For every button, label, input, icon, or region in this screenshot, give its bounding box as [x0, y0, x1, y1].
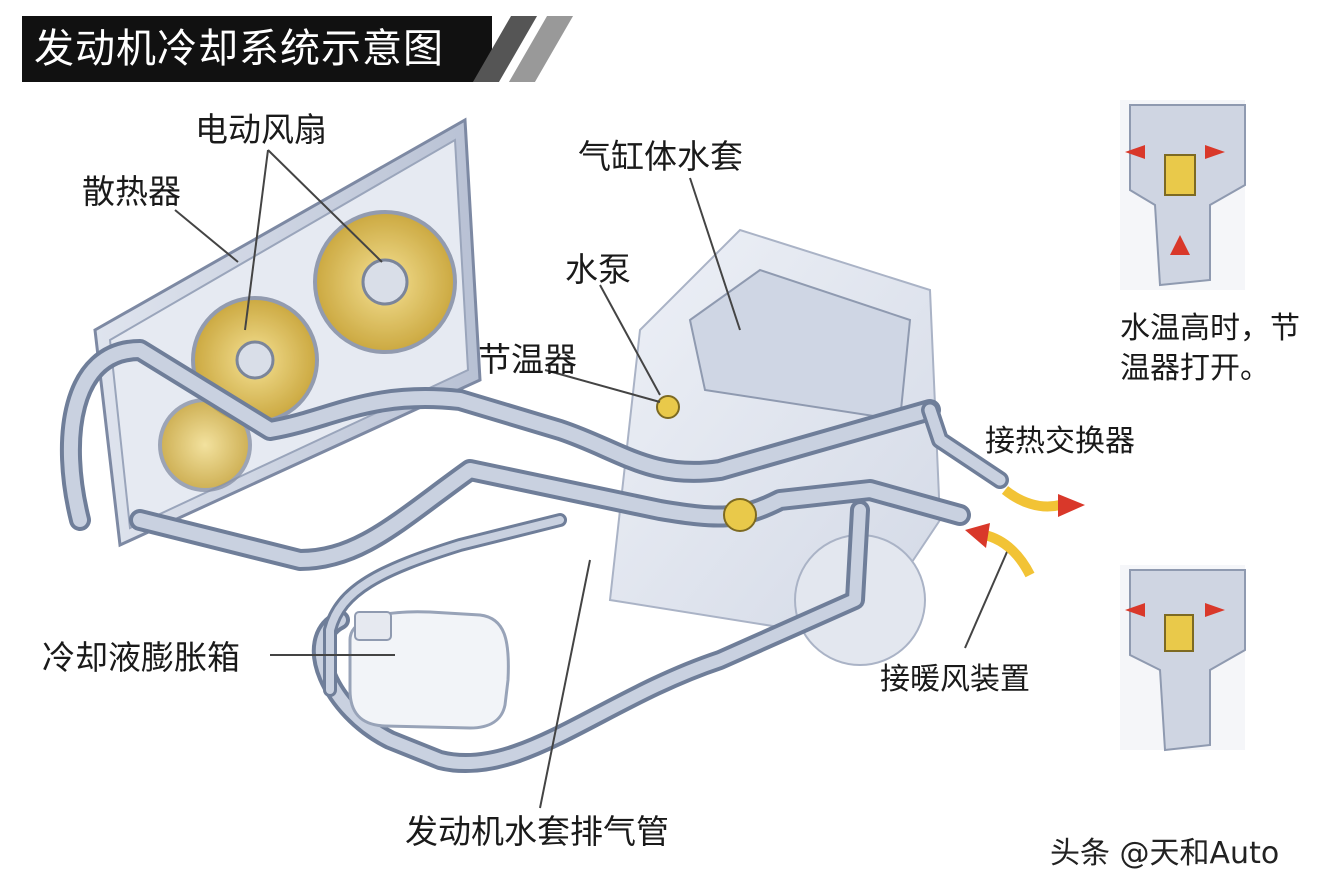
coolant-pipes: [59, 339, 1009, 774]
label-to-heater-unit: 接暖风装置: [880, 662, 1030, 697]
label-radiator: 散热器: [82, 172, 181, 211]
label-water-pump: 水泵: [565, 250, 631, 289]
water-pump-marker: [723, 498, 757, 532]
title-banner: 发动机冷却系统示意图: [22, 16, 574, 82]
note-thermostat-open-line1: 水温高时，节: [1120, 311, 1300, 346]
electric-fan: [313, 210, 457, 354]
thermostat-inset-closed: [1120, 565, 1246, 752]
coolant-expansion-tank: [348, 610, 510, 730]
label-water-jacket-vent-pipe: 发动机水套排气管: [405, 812, 669, 851]
diagram-title: 发动机冷却系统示意图: [34, 26, 444, 72]
note-thermostat-open-line2: 温器打开。: [1120, 351, 1270, 386]
label-to-heat-exchanger: 接热交换器: [985, 424, 1135, 459]
label-cylinder-water-jacket: 气缸体水套: [578, 137, 743, 176]
flow-arrow-in: [965, 523, 1035, 578]
thermostat-inset-open: [1120, 100, 1246, 290]
label-coolant-expansion-tank: 冷却液膨胀箱: [42, 638, 240, 677]
label-thermostat: 节温器: [478, 340, 577, 379]
watermark: 头条 @天和Auto: [1050, 836, 1280, 871]
leader-lines: [174, 149, 1011, 809]
label-electric-fan: 电动风扇: [195, 110, 327, 149]
thermostat-marker: [656, 395, 680, 419]
flow-arrow-out: [1001, 486, 1085, 517]
